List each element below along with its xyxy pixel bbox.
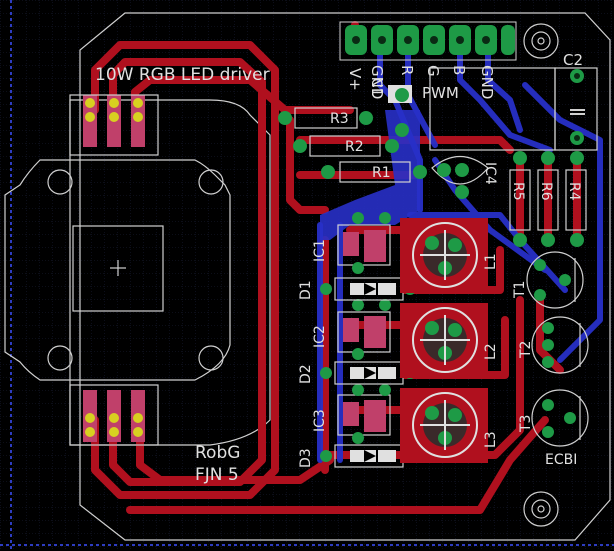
top-copper-traces bbox=[91, 21, 581, 514]
board-author: RobG bbox=[195, 443, 240, 463]
transistor-t1: T1 bbox=[512, 251, 584, 309]
label-r4: R4 bbox=[566, 182, 582, 201]
capacitor-c1: C1 bbox=[368, 78, 412, 137]
label-r6: R6 bbox=[538, 182, 554, 201]
board-trademark: ECBI bbox=[545, 452, 577, 468]
label-ic3: IC3 bbox=[312, 409, 328, 432]
label-l2: L2 bbox=[483, 343, 499, 360]
label-r2: R2 bbox=[345, 139, 364, 155]
label-d3: D3 bbox=[298, 448, 314, 468]
label-t3: T3 bbox=[518, 415, 534, 433]
mounting-hole-bottom-right bbox=[523, 491, 559, 527]
pin-label-r: R bbox=[398, 65, 416, 75]
mounting-hole-top-right bbox=[523, 23, 559, 59]
transistor-t3: T3 bbox=[518, 389, 589, 447]
ic1: IC1 bbox=[312, 212, 391, 274]
board-author-sub: FJN 5 bbox=[195, 465, 239, 485]
resistor-r5: R5 bbox=[509, 151, 531, 247]
label-t1: T1 bbox=[512, 281, 528, 299]
label-r3: R3 bbox=[330, 111, 349, 127]
inductor-l3: L3 bbox=[400, 388, 499, 463]
led-footprint bbox=[4, 99, 271, 446]
ic2: IC2 bbox=[312, 299, 391, 360]
inductor-l1: L1 bbox=[400, 218, 499, 293]
pin-label-g: G bbox=[424, 65, 442, 77]
label-t2: T2 bbox=[518, 341, 534, 359]
resistor-r2: R2 bbox=[293, 135, 399, 157]
inductor-l2: L2 bbox=[400, 303, 499, 378]
pwm-label: PWM bbox=[422, 84, 459, 102]
label-r5: R5 bbox=[510, 182, 526, 201]
ic4-outline bbox=[429, 67, 556, 151]
ic4: IC4 bbox=[431, 156, 498, 199]
capacitor-c2: C2 bbox=[554, 51, 598, 151]
resistor-r3: R3 bbox=[278, 107, 373, 129]
label-d1: D1 bbox=[298, 280, 314, 300]
board-outline bbox=[79, 12, 611, 541]
resistor-r1: R1 bbox=[321, 161, 427, 183]
pin-label-b: B bbox=[450, 65, 468, 75]
label-d2: D2 bbox=[298, 364, 314, 384]
label-l1: L1 bbox=[483, 253, 499, 270]
led-connector-bottom bbox=[69, 384, 159, 446]
pin-label-gnd-2: GND bbox=[478, 65, 496, 99]
pin-label-gnd-1: GND bbox=[368, 65, 386, 99]
board-title: 10W RGB LED driver bbox=[95, 65, 270, 85]
ic3: IC3 bbox=[312, 384, 391, 444]
led-connector-top bbox=[69, 94, 159, 156]
label-ic1: IC1 bbox=[312, 239, 328, 262]
header-connector bbox=[339, 21, 517, 61]
transistor-t2: T2 bbox=[518, 316, 589, 374]
label-c1: C1 bbox=[368, 78, 384, 97]
resistor-r4: R4 bbox=[565, 151, 587, 247]
label-c2: C2 bbox=[563, 51, 583, 69]
pin-label-vplus: V+ bbox=[346, 68, 364, 91]
header-pin-labels: V+ GND R G B GND bbox=[346, 65, 496, 99]
resistor-r6: R6 bbox=[537, 151, 559, 247]
label-l3: L3 bbox=[483, 431, 499, 448]
label-r1: R1 bbox=[372, 165, 391, 181]
label-ic4: IC4 bbox=[482, 162, 498, 185]
label-ic2: IC2 bbox=[312, 325, 328, 348]
